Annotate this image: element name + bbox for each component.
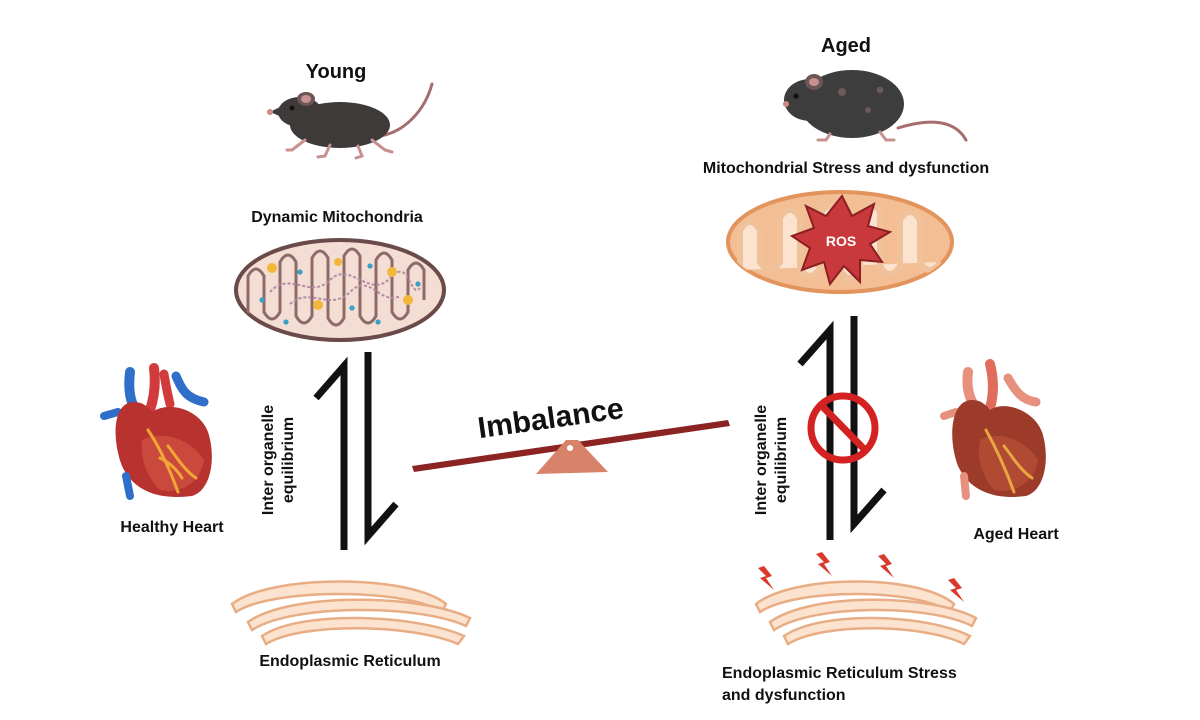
seesaw-icon — [412, 420, 730, 474]
healthy-heart-label: Healthy Heart — [120, 519, 224, 536]
young-mito-label: Dynamic Mitochondria — [251, 209, 423, 226]
lightning-icon — [948, 578, 964, 602]
young-er-label: Endoplasmic Reticulum — [259, 653, 440, 670]
imbalance-label: Imbalance — [476, 392, 626, 445]
aged-heart-label: Aged Heart — [973, 526, 1059, 543]
aged-title: Aged — [821, 35, 871, 57]
svg-text:Inter organelle: Inter organelle — [260, 405, 277, 515]
young-equilibrium-label: Inter organelle equilibrium — [260, 405, 297, 515]
aged-equilibrium-label: Inter organelle equilibrium — [753, 405, 790, 515]
lightning-icon — [878, 554, 894, 578]
dynamic-mitochondrion-icon — [234, 238, 446, 342]
aged-mito-label: Mitochondrial Stress and dysfunction — [703, 160, 989, 177]
lightning-icon — [758, 566, 774, 590]
endoplasmic-reticulum-icon — [230, 580, 472, 646]
healthy-heart-icon — [100, 363, 212, 500]
aged-er-label-line1: Endoplasmic Reticulum Stress — [722, 665, 957, 682]
prohibition-icon — [807, 392, 879, 464]
lightning-icons — [758, 552, 964, 602]
equilibrium-arrows-icon — [313, 352, 399, 550]
blocked-equilibrium-arrows-icon — [797, 316, 887, 540]
ros-burst-icon — [789, 194, 893, 287]
ros-label: ROS — [826, 233, 856, 249]
young-mouse-icon — [267, 82, 434, 160]
young-title: Young — [306, 61, 367, 83]
svg-text:Inter organelle: Inter organelle — [753, 405, 770, 515]
svg-text:equilibrium: equilibrium — [773, 417, 790, 503]
aged-heart-icon — [940, 359, 1046, 500]
aged-er-label-line2: and dysfunction — [722, 687, 846, 704]
stressed-endoplasmic-reticulum-icon — [754, 580, 978, 646]
svg-text:equilibrium: equilibrium — [280, 417, 297, 503]
lightning-icon — [816, 552, 832, 576]
aged-mouse-icon — [783, 70, 968, 142]
